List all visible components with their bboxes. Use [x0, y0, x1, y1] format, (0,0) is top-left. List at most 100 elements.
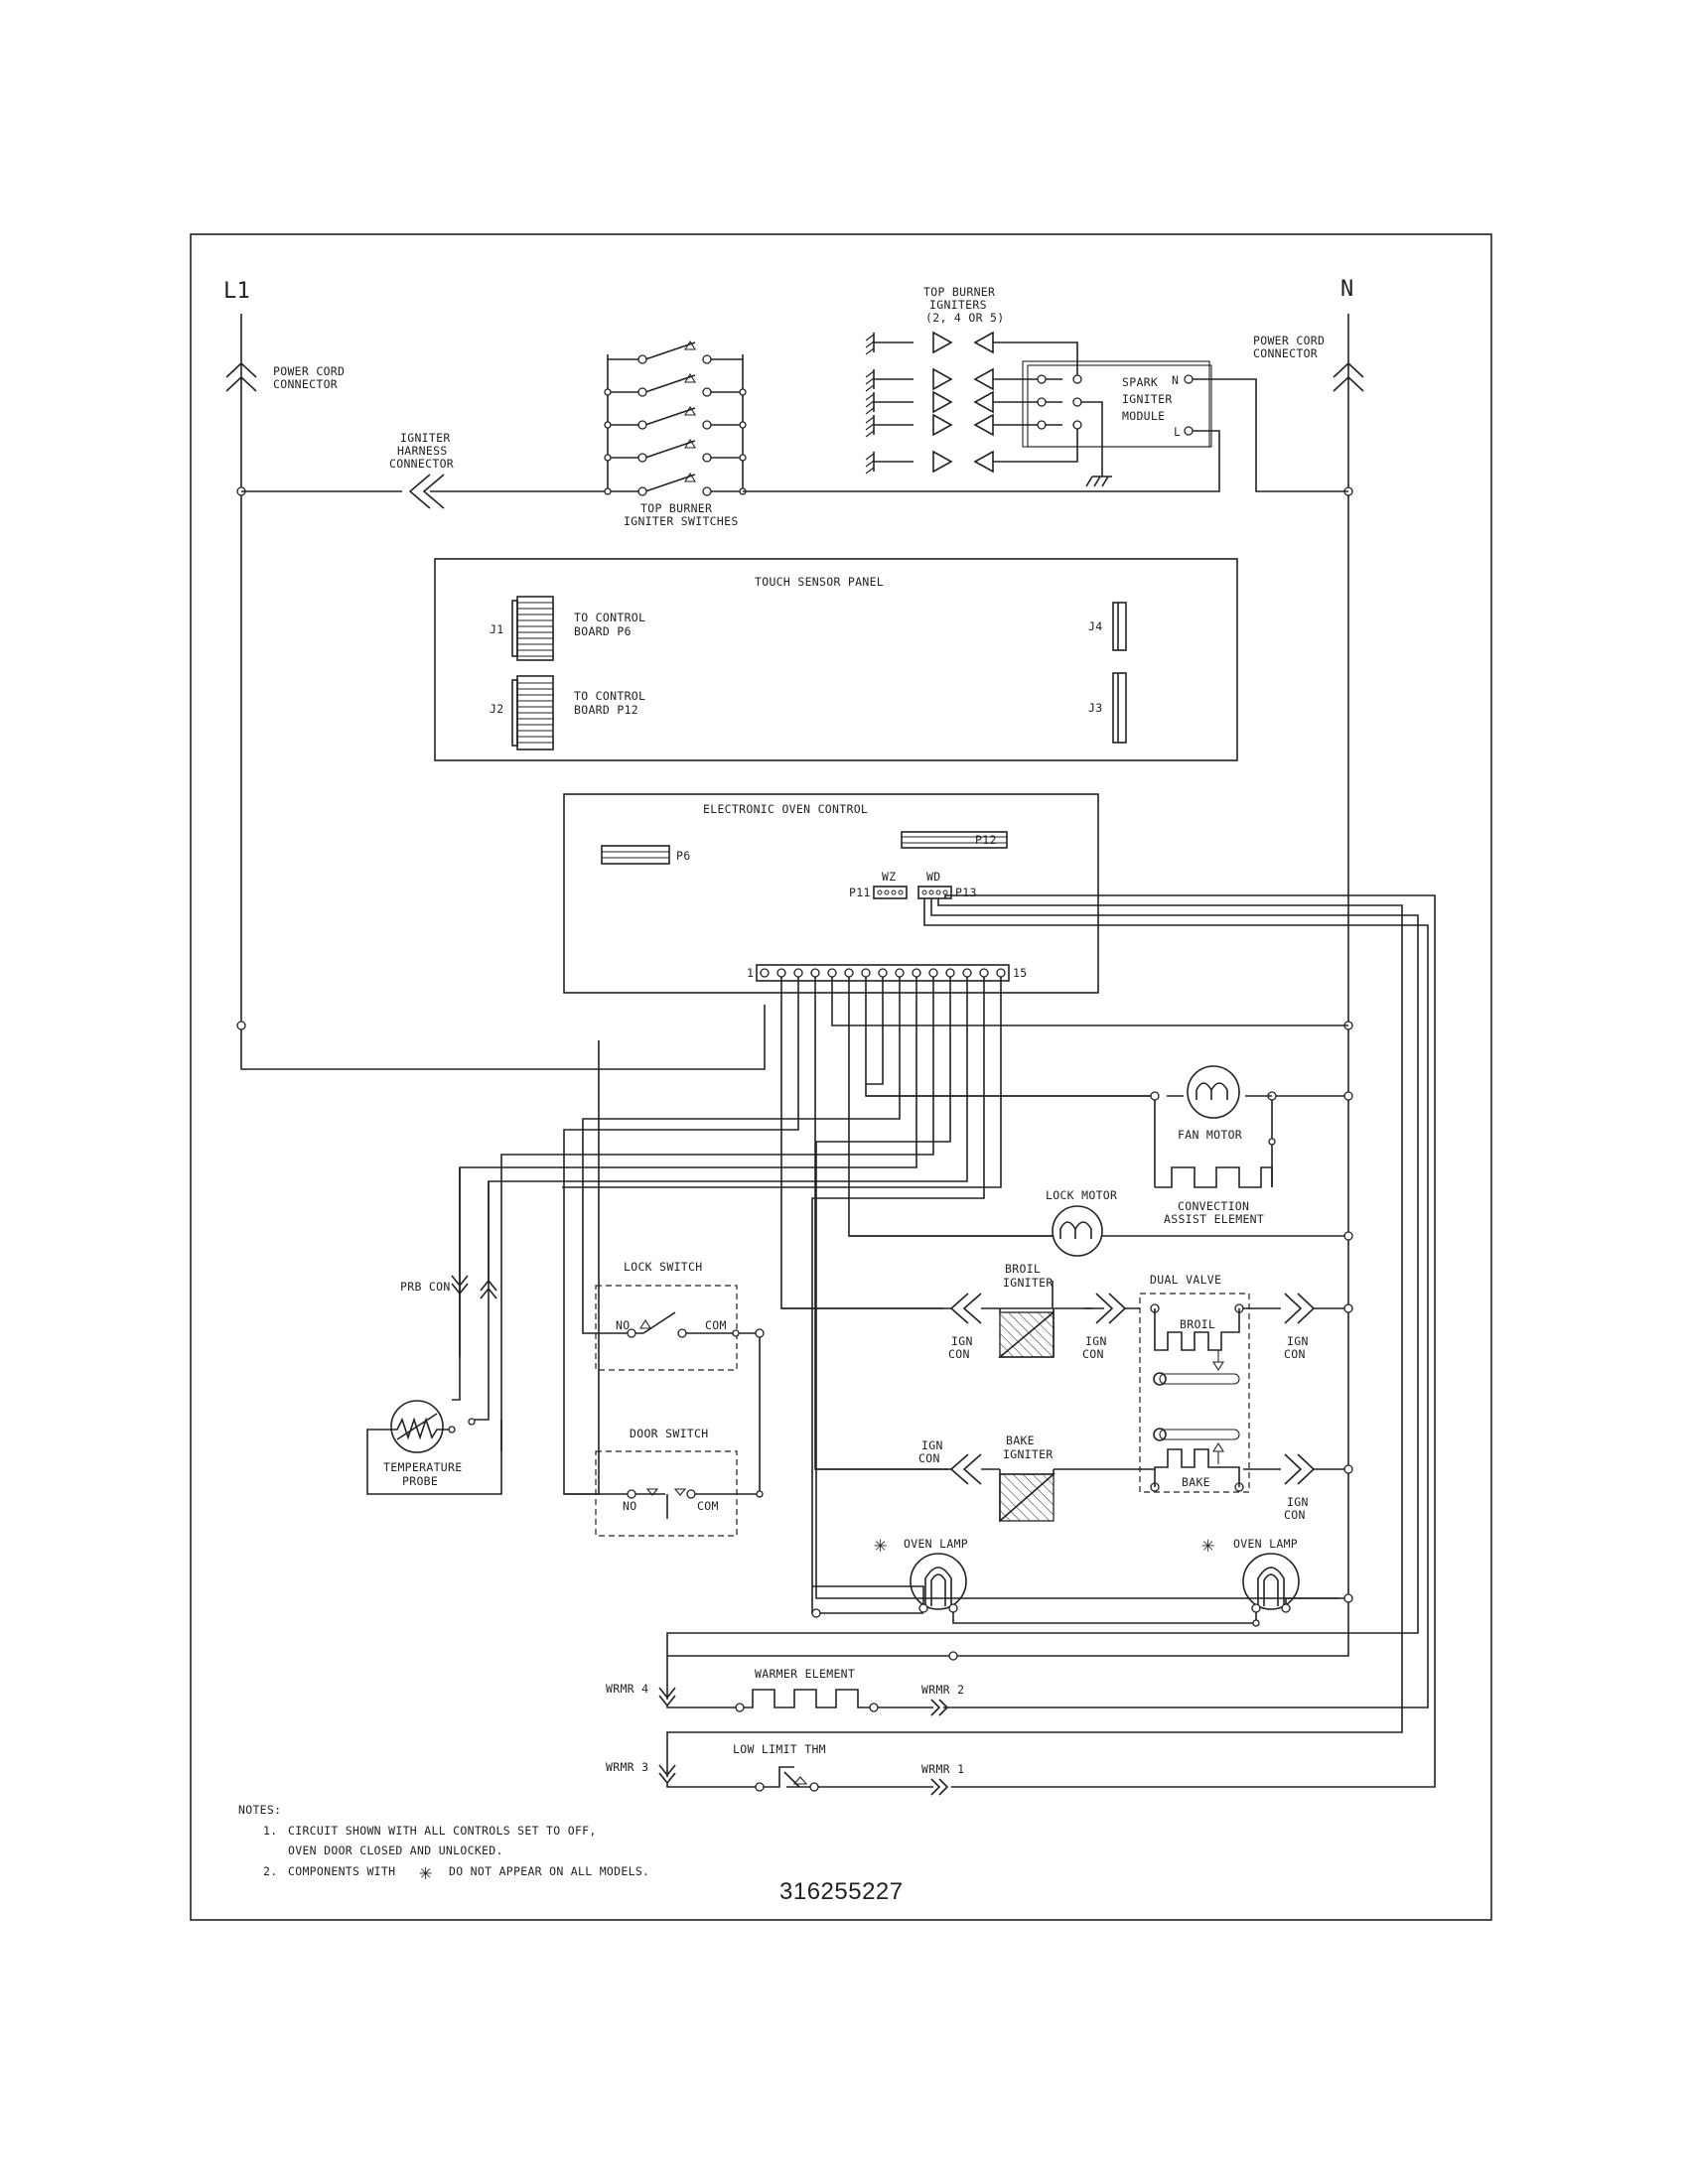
p12-label: P12	[975, 833, 997, 847]
spark-igniter-module: SPARK IGNITER MODULE N L	[743, 360, 1348, 492]
wrmr4-label: WRMR 4	[606, 1682, 648, 1696]
top-igniters-line3: (2, 4 OR 5)	[925, 311, 1004, 325]
wd-label: WD	[926, 870, 940, 884]
igniter-harness-line3: CONNECTOR	[389, 457, 454, 471]
warmer-element-icon	[740, 1689, 874, 1708]
bake-ign-con-left-line2: CON	[918, 1451, 940, 1465]
j1-desc-line1: TO CONTROL	[574, 611, 645, 624]
probe-line2: PROBE	[402, 1474, 438, 1488]
bake-igniter-line1: BAKE	[1006, 1433, 1035, 1447]
igniter-harness-line2: HARNESS	[397, 444, 448, 458]
oven-lamp-left-asterisk: ✳	[874, 1533, 888, 1558]
prb-con-label: PRB CON	[400, 1280, 451, 1294]
convection-element-icon	[1155, 1166, 1273, 1188]
wrmr2-label: WRMR 2	[921, 1683, 964, 1697]
j2-desc-line1: TO CONTROL	[574, 689, 645, 703]
power-cord-left-line1: POWER CORD	[273, 364, 345, 378]
fan-motor-group: FAN MOTOR CONVECTION ASSIST ELEMENT	[866, 1065, 1353, 1226]
temperature-probe: PRB CON TEMPERATURE PROBE	[366, 1167, 502, 1495]
note1-line2: OVEN DOOR CLOSED AND UNLOCKED.	[288, 1843, 503, 1857]
power-cord-right-line1: POWER CORD	[1253, 334, 1325, 347]
igniter-harness-line1: IGNITER	[400, 431, 451, 445]
door-switch-label: DOOR SWITCH	[630, 1427, 708, 1440]
j2-desc-line2: BOARD P12	[574, 703, 638, 717]
spark-module-l-pin: L	[1174, 425, 1181, 439]
top-burner-section: IGNITER HARNESS CONNECTOR	[241, 285, 1348, 528]
note2-before: COMPONENTS WITH	[288, 1864, 395, 1878]
top-switches-line1: TOP BURNER	[640, 501, 712, 515]
probe-line1: TEMPERATURE	[383, 1460, 462, 1474]
note1-number: 1.	[263, 1824, 277, 1838]
broil-ign-con-right-line2: CON	[1284, 1347, 1306, 1361]
j4-label: J4	[1088, 619, 1102, 633]
broil-ign-con-mid-line1: IGN	[1085, 1334, 1107, 1348]
lock-motor-group: LOCK MOTOR	[849, 1188, 1353, 1257]
lock-switch: LOCK SWITCH NO COM	[583, 1260, 765, 1494]
fan-motor-icon	[1187, 1065, 1240, 1119]
broil-ign-con-left-line2: CON	[948, 1347, 970, 1361]
lock-motor-icon	[1052, 1205, 1103, 1257]
lock-motor-label: LOCK MOTOR	[1046, 1188, 1117, 1202]
notes-heading: NOTES:	[238, 1803, 281, 1817]
note2-after: DO NOT APPEAR ON ALL MODELS.	[449, 1864, 649, 1878]
door-switch-no: NO	[623, 1499, 636, 1513]
connector-j3: J3	[1088, 672, 1127, 744]
wrmr3-label: WRMR 3	[606, 1760, 648, 1774]
connector-j4: J4	[1088, 602, 1127, 651]
convection-line1: CONVECTION	[1178, 1199, 1249, 1213]
p6-label: P6	[676, 849, 690, 863]
touch-sensor-panel: TOUCH SENSOR PANEL J1 TO CONTROL BOARD P…	[434, 558, 1238, 761]
notes: NOTES: 1. CIRCUIT SHOWN WITH ALL CONTROL…	[238, 1803, 649, 1885]
warmer-circuit: WRMR 4 WARMER ELEMENT WRMR 2 WRMR 3 LOW …	[606, 1667, 964, 1796]
broil-igniter-line2: IGNITER	[1003, 1276, 1054, 1290]
temperature-probe-icon	[390, 1400, 444, 1453]
oven-lamp-right-label: OVEN LAMP	[1233, 1537, 1298, 1551]
oven-lamp-left-label: OVEN LAMP	[904, 1537, 968, 1551]
valve-bake-label: BAKE	[1182, 1475, 1210, 1489]
connector-j2: J2 TO CONTROL BOARD P12	[490, 675, 645, 751]
broil-ign-con-mid-line2: CON	[1082, 1347, 1104, 1361]
part-number: 316255227	[779, 1878, 904, 1905]
drawing-border	[190, 233, 1492, 1921]
note1-line1: CIRCUIT SHOWN WITH ALL CONTROLS SET TO O…	[288, 1824, 597, 1838]
electronic-oven-control: ELECTRONIC OVEN CONTROL P6 P12 P11 WZ P1…	[563, 793, 1099, 994]
l1-label: L1	[223, 279, 250, 304]
dual-valve-label: DUAL VALVE	[1150, 1273, 1221, 1287]
valve-broil-label: BROIL	[1180, 1317, 1215, 1331]
spark-module-line1: SPARK	[1122, 375, 1158, 389]
top-switches-line2: IGNITER SWITCHES	[624, 514, 739, 528]
broil-ign-con-left-line1: IGN	[951, 1334, 973, 1348]
bake-ign-con-left-line1: IGN	[921, 1438, 943, 1452]
wrmr1-label: WRMR 1	[921, 1762, 964, 1776]
power-cord-left-line2: CONNECTOR	[273, 377, 338, 391]
broil-bake-group: IGN CON BROIL IGNITER IGN CON DUAL VALVE…	[781, 1262, 1353, 1523]
broil-ign-con-right-line1: IGN	[1287, 1334, 1309, 1348]
oven-control-title: ELECTRONIC OVEN CONTROL	[703, 802, 868, 816]
broil-igniter-line1: BROIL	[1005, 1262, 1041, 1276]
connector-j1: J1 TO CONTROL BOARD P6	[490, 596, 645, 661]
lock-switch-label: LOCK SWITCH	[624, 1260, 702, 1274]
door-switch-com: COM	[697, 1499, 719, 1513]
j1-label: J1	[490, 622, 503, 636]
top-igniters-line1: TOP BURNER	[923, 285, 995, 299]
p11-label: P11	[849, 886, 871, 899]
wz-label: WZ	[882, 870, 896, 884]
oven-lamp-right-asterisk: ✳	[1201, 1533, 1215, 1558]
warmer-element-label: WARMER ELEMENT	[755, 1667, 855, 1681]
oven-lamp-left-icon	[910, 1553, 967, 1610]
bake-ign-con-right-line2: CON	[1284, 1508, 1306, 1522]
spark-module-n-pin: N	[1172, 373, 1179, 387]
oven-lamp-right-icon	[1242, 1553, 1300, 1610]
fan-motor-label: FAN MOTOR	[1178, 1128, 1242, 1142]
dual-valve: DUAL VALVE BROIL BAKE	[1139, 1273, 1250, 1493]
n-label: N	[1340, 277, 1354, 302]
note2-asterisk: ✳	[419, 1860, 433, 1885]
convection-line2: ASSIST ELEMENT	[1164, 1212, 1264, 1226]
top-igniters-line2: IGNITERS	[929, 298, 987, 312]
lock-switch-no: NO	[616, 1318, 630, 1332]
spark-module-line3: MODULE	[1122, 409, 1165, 423]
door-switch: DOOR SWITCH NO COM	[564, 1427, 764, 1537]
spark-module-line2: IGNITER	[1122, 392, 1173, 406]
note2-number: 2.	[263, 1864, 277, 1878]
bake-ign-con-right-line1: IGN	[1287, 1495, 1309, 1509]
